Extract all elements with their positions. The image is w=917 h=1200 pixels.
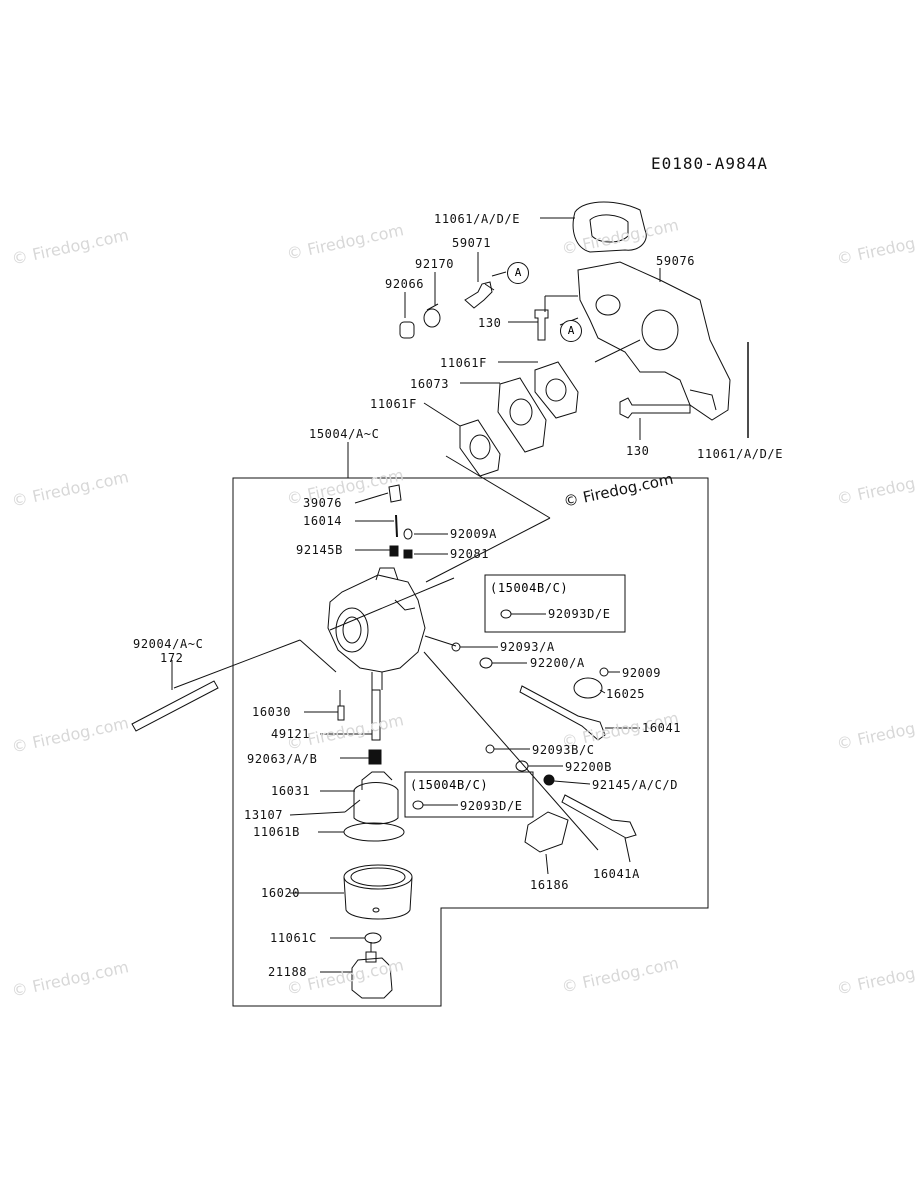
pin-16030 xyxy=(337,705,345,721)
float-16031 xyxy=(353,771,399,825)
nozzle-92063 xyxy=(368,749,382,765)
variant-box-header: (15004B/C) xyxy=(490,581,569,595)
washer-92200a xyxy=(479,657,493,669)
screw-92009a xyxy=(403,528,413,540)
part-label: 130 xyxy=(626,444,650,458)
part-label: 59076 xyxy=(656,254,696,268)
throttle-shaft-16041 xyxy=(519,685,606,741)
part-label: 16073 xyxy=(410,377,450,391)
part-label: 11061C xyxy=(270,931,317,945)
gasket-11061f-lower xyxy=(459,419,501,477)
fitting-59071 xyxy=(464,281,495,309)
part-label: 92093B/C xyxy=(532,743,595,757)
part-label: 13107 xyxy=(244,808,284,822)
part-label: 172 xyxy=(160,651,184,665)
part-label: 16041 xyxy=(642,721,682,735)
part-label: 16014 xyxy=(303,514,343,528)
part-label: 92063/A/B xyxy=(247,752,318,766)
part-label: 92200B xyxy=(565,760,612,774)
variant-box-header: (15004B/C) xyxy=(410,778,489,792)
choke-plate-16186 xyxy=(524,811,569,853)
solenoid-21188 xyxy=(351,942,393,999)
part-label: 59071 xyxy=(452,236,492,250)
variant-box-upper xyxy=(484,574,626,633)
carburetor-body xyxy=(327,567,426,690)
part-label: 92009A xyxy=(450,527,497,541)
seal-92093bc xyxy=(485,744,495,754)
bolt-130-left xyxy=(534,309,549,341)
part-label: 130 xyxy=(478,316,502,330)
part-label: 92093D/E xyxy=(548,607,611,621)
callout-a: A xyxy=(507,262,529,284)
part-label: 92081 xyxy=(450,547,490,561)
part-label: 11061/A/D/E xyxy=(434,212,521,226)
spring-92145 xyxy=(543,774,555,786)
part-label: 92004/A~C xyxy=(133,637,204,651)
seal-92093de-upper xyxy=(500,609,512,619)
part-label: 11061F xyxy=(440,356,487,370)
diagram-code: E0180-A984A xyxy=(651,154,768,173)
intake-gasket-top xyxy=(572,201,647,253)
intake-manifold xyxy=(577,261,731,421)
assembly-outline xyxy=(232,477,709,1007)
clamp-92170 xyxy=(423,303,441,328)
part-label: 11061/A/D/E xyxy=(697,447,784,461)
part-label: 49121 xyxy=(271,727,311,741)
part-label: 92066 xyxy=(385,277,425,291)
variant-box-lower xyxy=(404,771,534,818)
part-label: 92093D/E xyxy=(460,799,523,813)
shaft-92004 xyxy=(131,680,219,732)
bolt-130-right xyxy=(619,397,691,419)
jet-49121 xyxy=(371,689,381,741)
needle-16014 xyxy=(395,514,398,538)
part-label: 21188 xyxy=(268,965,308,979)
part-label: 16030 xyxy=(252,705,292,719)
throttle-plate-16025 xyxy=(573,677,603,699)
washer-92200b xyxy=(515,760,529,772)
gasket-11061b xyxy=(343,822,405,842)
part-label: 11061F xyxy=(370,397,417,411)
seal-92093a xyxy=(451,642,461,652)
part-label: 16041A xyxy=(593,867,640,881)
part-label: 16020 xyxy=(261,886,301,900)
part-label: 92009 xyxy=(622,666,662,680)
spring-92145b xyxy=(389,545,399,557)
part-label: 92145/A/C/D xyxy=(592,778,679,792)
oring-92081 xyxy=(403,549,413,559)
part-label: 11061B xyxy=(253,825,300,839)
gasket-11061f-upper xyxy=(534,361,579,419)
part-label: 16186 xyxy=(530,878,570,892)
hose-92066 xyxy=(399,321,415,339)
part-label: 92093/A xyxy=(500,640,555,654)
part-label: 16031 xyxy=(271,784,311,798)
part-label: 16025 xyxy=(606,687,646,701)
choke-shaft-16041a xyxy=(561,794,637,839)
needle-39076 xyxy=(388,484,402,503)
part-label: 15004/A~C xyxy=(309,427,380,441)
gasket-11061c xyxy=(364,932,382,944)
screw-92009 xyxy=(599,667,609,677)
part-label: 92200/A xyxy=(530,656,585,670)
part-label: 39076 xyxy=(303,496,343,510)
part-label: 92170 xyxy=(415,257,455,271)
seal-92093de-lower xyxy=(412,800,424,810)
float-bowl-16020 xyxy=(343,864,413,920)
callout-a: A xyxy=(560,320,582,342)
spacer-16073 xyxy=(497,377,547,453)
part-label: 92145B xyxy=(296,543,343,557)
